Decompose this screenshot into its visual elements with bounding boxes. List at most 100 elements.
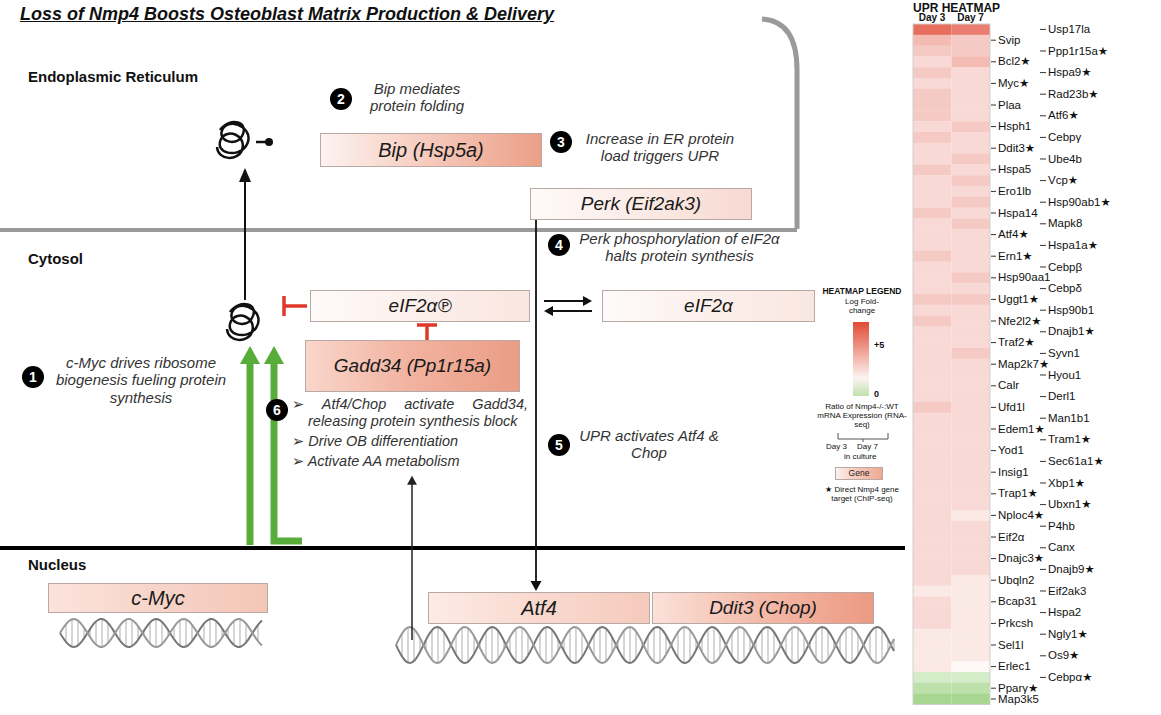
gene-name: Tram1★ bbox=[1048, 433, 1091, 446]
heat-cell bbox=[913, 413, 952, 424]
label-text: Day 7 bbox=[951, 12, 990, 23]
heat-cell bbox=[952, 121, 991, 132]
gene-name: Hsp90aa1 bbox=[998, 271, 1050, 284]
gene-name: Map2k7★ bbox=[998, 358, 1049, 371]
heat-cell bbox=[913, 456, 952, 467]
gene-name: Hspa9★ bbox=[1048, 66, 1092, 79]
heat-cell bbox=[913, 532, 952, 543]
green-arrow bbox=[274, 362, 302, 541]
leader-dash bbox=[1040, 439, 1046, 440]
leader-dash bbox=[991, 40, 996, 41]
heat-cell bbox=[913, 175, 952, 186]
callout-number: 4 bbox=[548, 234, 570, 256]
legend-text: 0 bbox=[874, 389, 879, 399]
heat-cell bbox=[913, 650, 952, 661]
heat-cell bbox=[913, 272, 952, 283]
heat-cell bbox=[913, 672, 952, 683]
heat-cell bbox=[913, 575, 952, 586]
leader-dash bbox=[1040, 612, 1046, 613]
gene-box: Gene bbox=[835, 467, 883, 480]
leader-dash bbox=[991, 493, 996, 494]
heat-cell bbox=[952, 326, 991, 337]
heat-cell bbox=[952, 467, 991, 478]
transport-arrow bbox=[244, 180, 246, 300]
gene-name: Hsp90b1 bbox=[1048, 304, 1094, 317]
label-text: in culture bbox=[844, 452, 876, 461]
label-text: ➢ Drive OB differentiation bbox=[292, 433, 528, 450]
heat-cell bbox=[913, 337, 952, 348]
leader-dash bbox=[1040, 569, 1046, 570]
leader-lines bbox=[407, 476, 417, 640]
connector bbox=[531, 220, 542, 591]
gene-name: Traf2★ bbox=[998, 336, 1035, 349]
heat-cell bbox=[952, 132, 991, 143]
heat-cell bbox=[913, 488, 952, 499]
leader-dash bbox=[1040, 288, 1046, 289]
heat-cell bbox=[952, 650, 991, 661]
gene-name: Canx bbox=[1048, 541, 1075, 554]
label-text: Ratio of Nmp4-/-:WT mRNA Expression (RNA… bbox=[816, 402, 908, 430]
heat-cell bbox=[913, 661, 952, 672]
heat-cell bbox=[913, 305, 952, 316]
legend-text: +5 bbox=[874, 340, 884, 350]
heat-cell bbox=[952, 186, 991, 197]
heat-cell bbox=[913, 434, 952, 445]
gene-name: Map3k5 bbox=[998, 693, 1039, 706]
arrow-head bbox=[264, 346, 284, 364]
gene-label: c-Myc bbox=[131, 587, 184, 609]
heat-cell bbox=[952, 521, 991, 532]
leader-dash bbox=[1040, 267, 1046, 268]
protein-squiggle bbox=[217, 122, 249, 158]
label-text: Bip mediates protein folding bbox=[356, 80, 478, 115]
gene-name: Dnajc3★ bbox=[998, 552, 1044, 565]
heat-cell bbox=[952, 35, 991, 46]
heat-cell bbox=[952, 283, 991, 294]
label-text: ➢ Activate AA metabolism bbox=[292, 453, 528, 470]
leader-dash bbox=[991, 321, 996, 322]
heat-cell bbox=[952, 542, 991, 553]
inhibition-bar bbox=[284, 296, 307, 316]
heat-cell bbox=[952, 143, 991, 154]
dna-strand bbox=[60, 619, 262, 647]
heat-cell bbox=[952, 100, 991, 111]
gene-label: eIF2α℗ bbox=[389, 296, 452, 317]
er-bracket bbox=[762, 19, 797, 229]
callout-number: 3 bbox=[550, 131, 572, 153]
heat-cell bbox=[913, 121, 952, 132]
leader-dash bbox=[1040, 180, 1046, 181]
heat-cell bbox=[913, 35, 952, 46]
label-text: Nucleus bbox=[28, 556, 86, 573]
gene-name: Ddit3★ bbox=[998, 142, 1035, 155]
leader-dash bbox=[991, 688, 996, 689]
gene-box: Bip (Hsp5a) bbox=[320, 133, 542, 167]
label-text: Endoplasmic Reticulum bbox=[28, 68, 198, 85]
leader-dash bbox=[1040, 655, 1046, 656]
arrow-head bbox=[407, 476, 417, 485]
heat-cell bbox=[952, 154, 991, 165]
leader-dash bbox=[1040, 483, 1046, 484]
heat-cell bbox=[952, 607, 991, 618]
heat-cell bbox=[952, 532, 991, 543]
heat-cell bbox=[913, 478, 952, 489]
heat-cell bbox=[952, 694, 991, 705]
leader-dash bbox=[991, 429, 996, 430]
heat-cell bbox=[952, 640, 991, 651]
heat-cell bbox=[913, 164, 952, 175]
gene-name: Hyou1 bbox=[1048, 369, 1081, 382]
leader-dash bbox=[1040, 375, 1046, 376]
gene-name: Bcl2★ bbox=[998, 55, 1031, 68]
gene-name: Ube4b bbox=[1048, 153, 1082, 166]
heat-cell bbox=[913, 78, 952, 89]
heat-cell bbox=[913, 262, 952, 273]
heat-cell bbox=[952, 294, 991, 305]
leader-dash bbox=[991, 342, 996, 343]
legend-swatch bbox=[853, 322, 869, 378]
leader-dash bbox=[991, 83, 996, 84]
heat-cell bbox=[913, 629, 952, 640]
heat-cell bbox=[952, 629, 991, 640]
heat-cell bbox=[952, 175, 991, 186]
gene-name: Atf6★ bbox=[1048, 109, 1079, 122]
heat-cell bbox=[913, 521, 952, 532]
gene-name: Cebpα★ bbox=[1048, 671, 1092, 684]
heat-cell bbox=[952, 424, 991, 435]
